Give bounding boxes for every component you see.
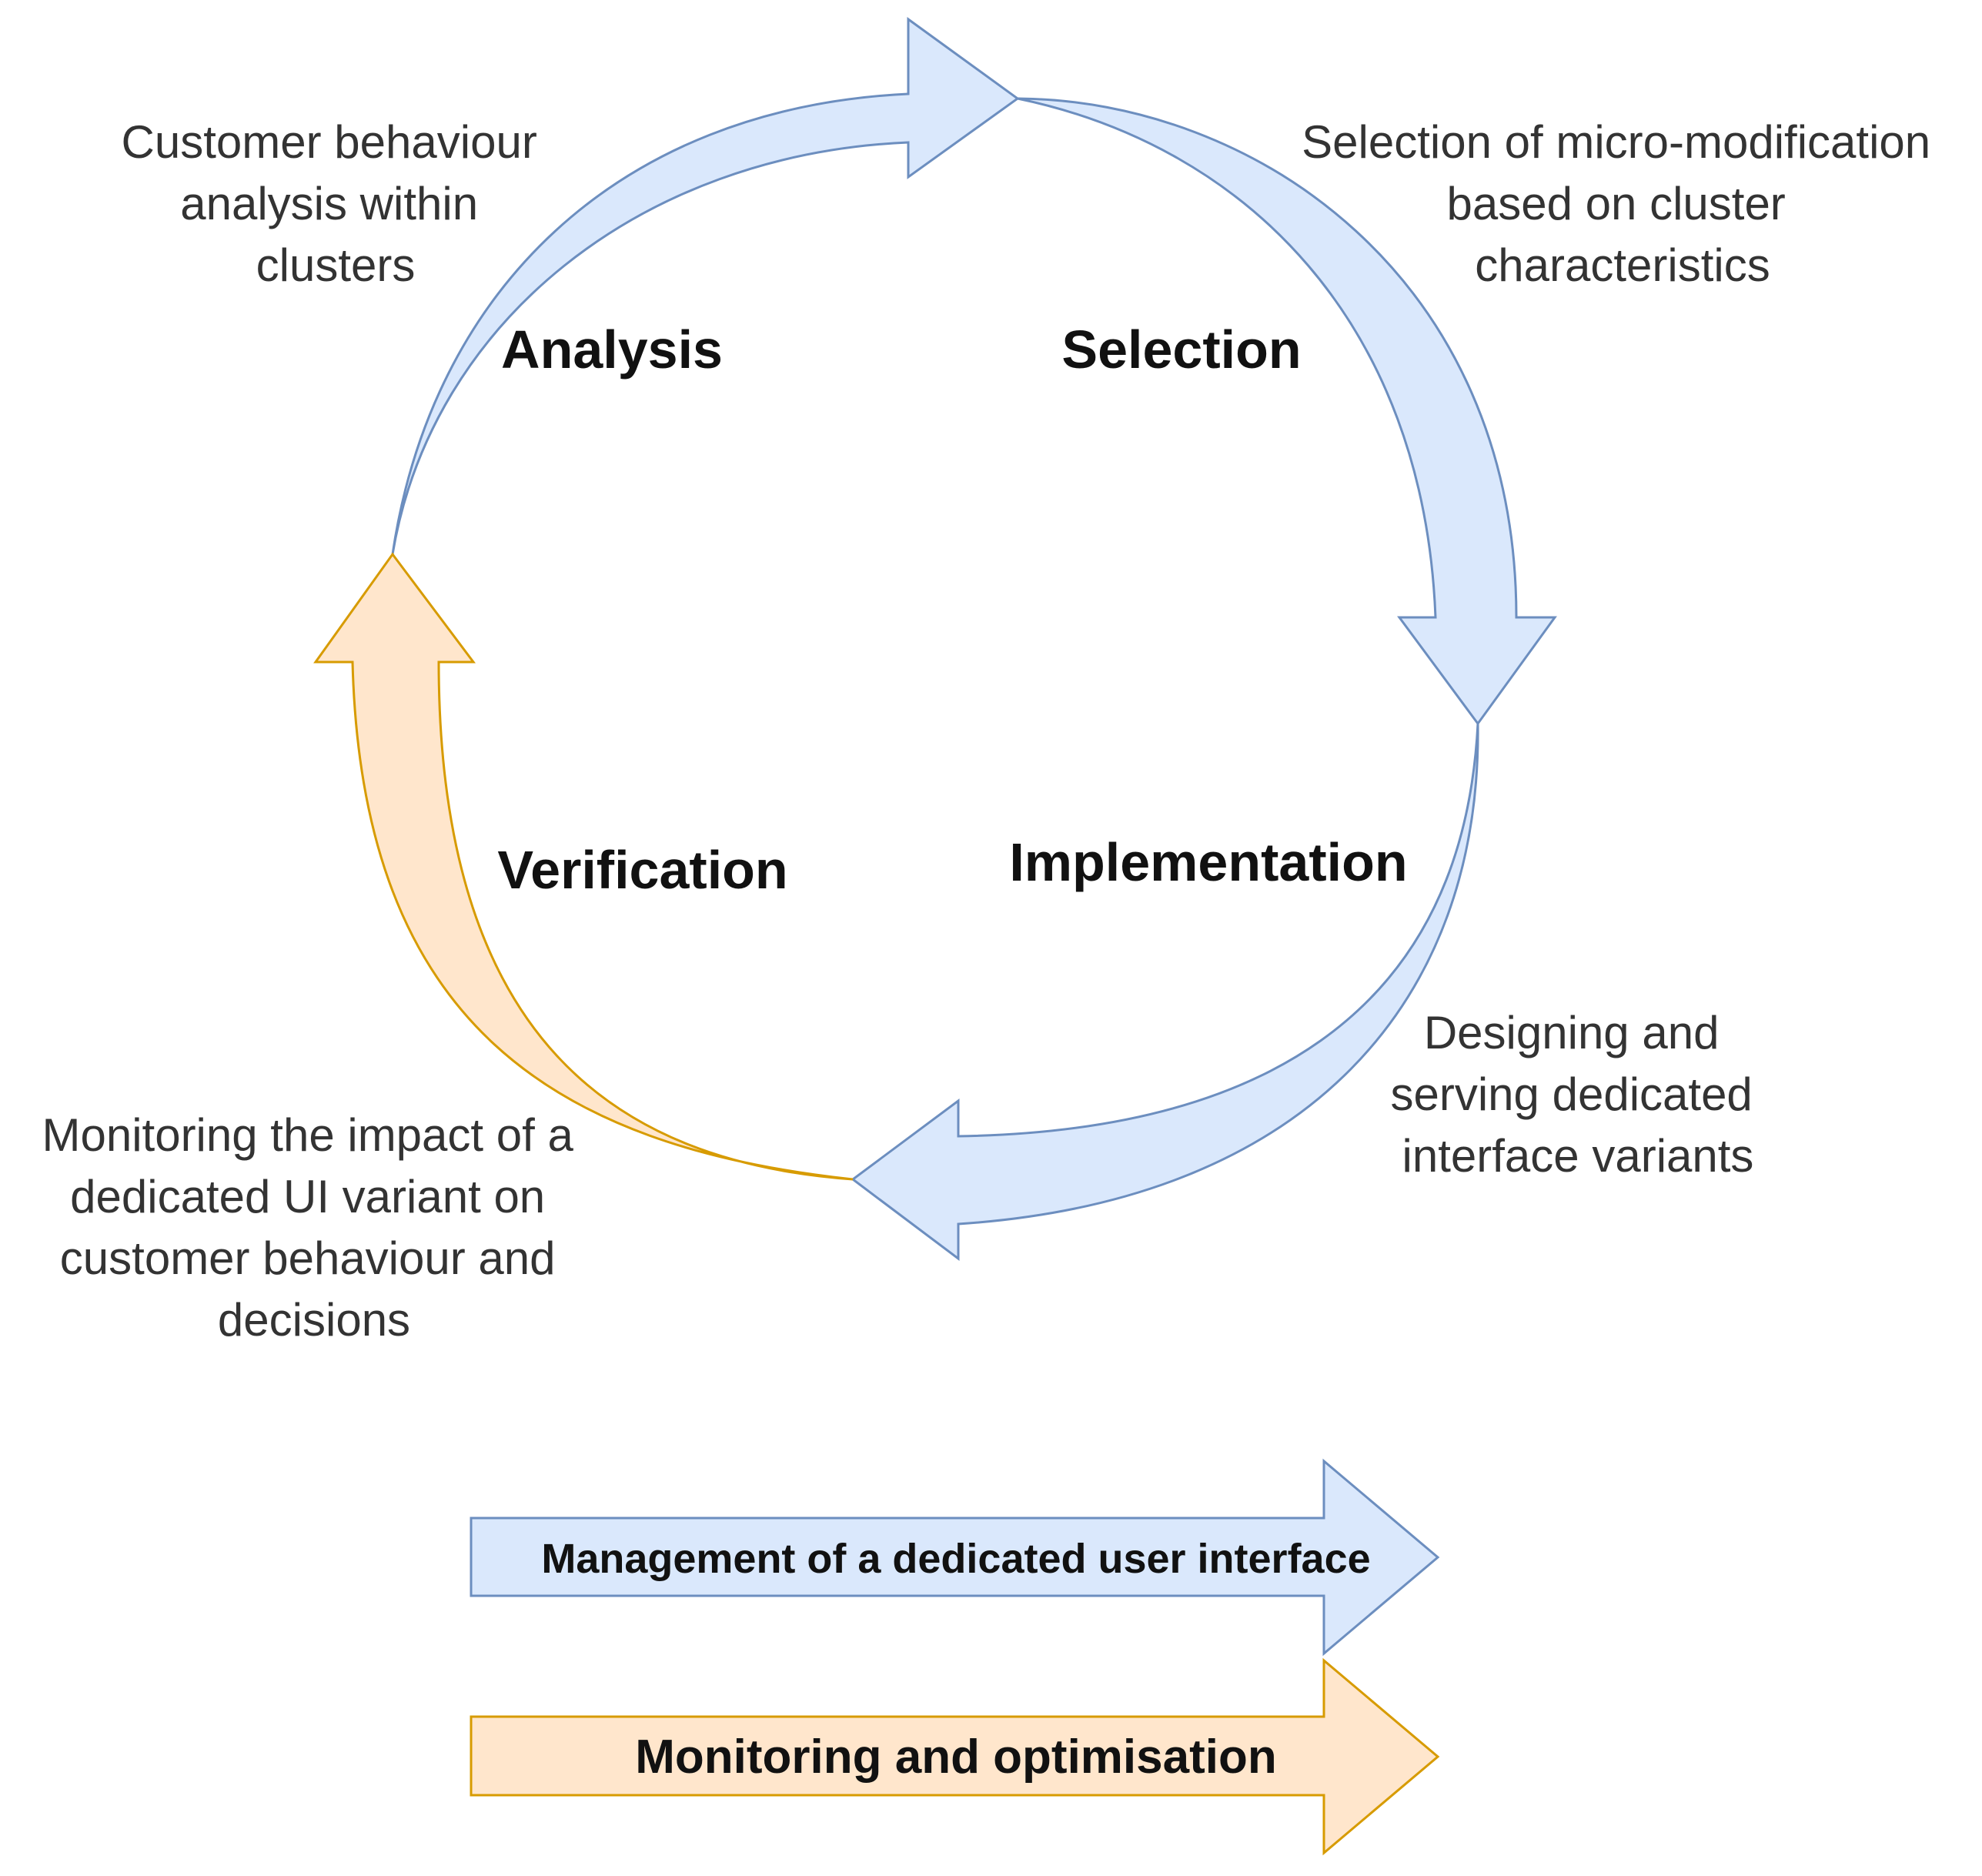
selection-title: Selection [1061,319,1301,380]
verification-arrow [313,552,854,1181]
selection-description: Selection of micro-modification based on… [1302,116,1944,291]
analysis-description: Customer behaviour analysis within clust… [122,116,550,291]
legend-management: Management of a dedicated user interface [470,1458,1440,1657]
implementation-arrow [851,723,1479,1262]
legend-monitoring-arrow [470,1657,1440,1856]
implementation-title: Implementation [1009,832,1407,892]
verification-title: Verification [497,840,787,900]
analysis-arrow [391,17,1020,555]
legend-monitoring-label: Monitoring and optimisation [635,1731,1276,1784]
analysis-title: Analysis [501,319,723,380]
verification-description: Monitoring the impact of a dedicated UI … [42,1109,586,1346]
legend-management-arrow [470,1458,1440,1657]
selection-arrow [1017,97,1557,726]
legend-management-label: Management of a dedicated user interface [541,1536,1370,1582]
legend-monitoring: Monitoring and optimisation [470,1657,1440,1856]
implementation-description: Designing and serving dedicated interfac… [1391,1007,1766,1182]
